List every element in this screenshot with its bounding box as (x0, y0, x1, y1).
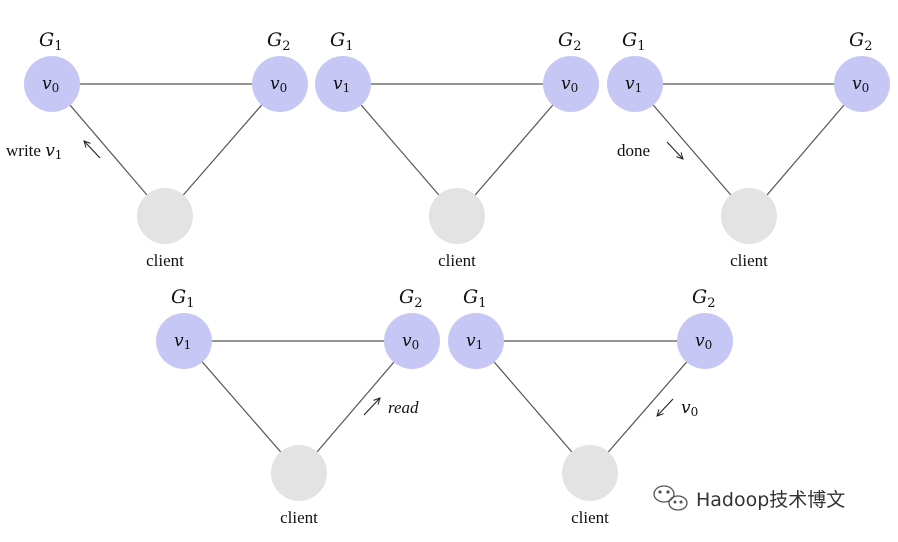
g1-value: v1 (625, 74, 642, 95)
edge-g1-client (634, 83, 750, 217)
g2-value: v0 (852, 74, 869, 95)
panel-2: G1 G2 v1 v0 client (315, 29, 599, 270)
g1-value: v0 (42, 74, 59, 95)
client-label: client (730, 251, 768, 270)
client-label: client (280, 508, 318, 527)
g2-label: G2 (399, 286, 422, 311)
edge-g2-client (456, 83, 572, 217)
g2-value: v0 (561, 74, 578, 95)
g1-label: G1 (622, 29, 645, 54)
panel-3: G1 G2 v1 v0 client done (607, 29, 890, 270)
panel-1: G1 G2 v0 v0 client write v1 (6, 29, 308, 270)
server-g1-node (156, 313, 212, 369)
arrow-toward-g2 (363, 398, 380, 416)
client-node (137, 188, 193, 244)
done-annotation: done (617, 141, 650, 160)
arrow-toward-g1 (84, 141, 101, 159)
v0-annotation: v0 (681, 398, 698, 419)
watermark-text: Hadoop技术博文 (696, 489, 845, 511)
edge-g2-client (164, 83, 281, 217)
edge-g1-client (475, 340, 591, 474)
server-g1-node (448, 313, 504, 369)
g2-label: G2 (558, 29, 581, 54)
g1-label: G1 (39, 29, 62, 54)
server-g2-node (834, 56, 890, 112)
server-g2-node (677, 313, 733, 369)
arrow-toward-client (657, 398, 674, 416)
g2-value: v0 (270, 74, 287, 95)
wechat-icon (653, 485, 688, 511)
client-node (562, 445, 618, 501)
edge-g1-client (342, 83, 458, 217)
client-label: client (438, 251, 476, 270)
server-g1-node (315, 56, 371, 112)
edge-g1-client (183, 340, 300, 474)
client-node (721, 188, 777, 244)
panel-4: G1 G2 v1 v0 client read (156, 286, 440, 527)
server-g2-node (252, 56, 308, 112)
edge-g2-client (298, 340, 413, 474)
g1-label: G1 (463, 286, 486, 311)
g2-label: G2 (267, 29, 290, 54)
g2-label: G2 (692, 286, 715, 311)
g2-value: v0 (402, 331, 419, 352)
g2-value: v0 (695, 331, 712, 352)
g1-label: G1 (171, 286, 194, 311)
write-annotation: write v1 (6, 141, 62, 162)
arrow-toward-client (666, 141, 683, 159)
edge-g2-client (589, 340, 706, 474)
g1-value: v1 (466, 331, 483, 352)
panel-5: G1 G2 v1 v0 client v0 (448, 286, 733, 527)
watermark: Hadoop技术博文 (653, 485, 845, 511)
edge-g1-client (51, 83, 166, 217)
client-label: client (146, 251, 184, 270)
server-g2-node (384, 313, 440, 369)
g1-value: v1 (174, 331, 191, 352)
edge-g2-client (748, 83, 863, 217)
server-g2-node (543, 56, 599, 112)
client-label: client (571, 508, 609, 527)
server-g1-node (24, 56, 80, 112)
server-g1-node (607, 56, 663, 112)
g2-label: G2 (849, 29, 872, 54)
client-node (429, 188, 485, 244)
g1-label: G1 (330, 29, 353, 54)
g1-value: v1 (333, 74, 350, 95)
read-annotation: read (388, 398, 419, 417)
client-node (271, 445, 327, 501)
